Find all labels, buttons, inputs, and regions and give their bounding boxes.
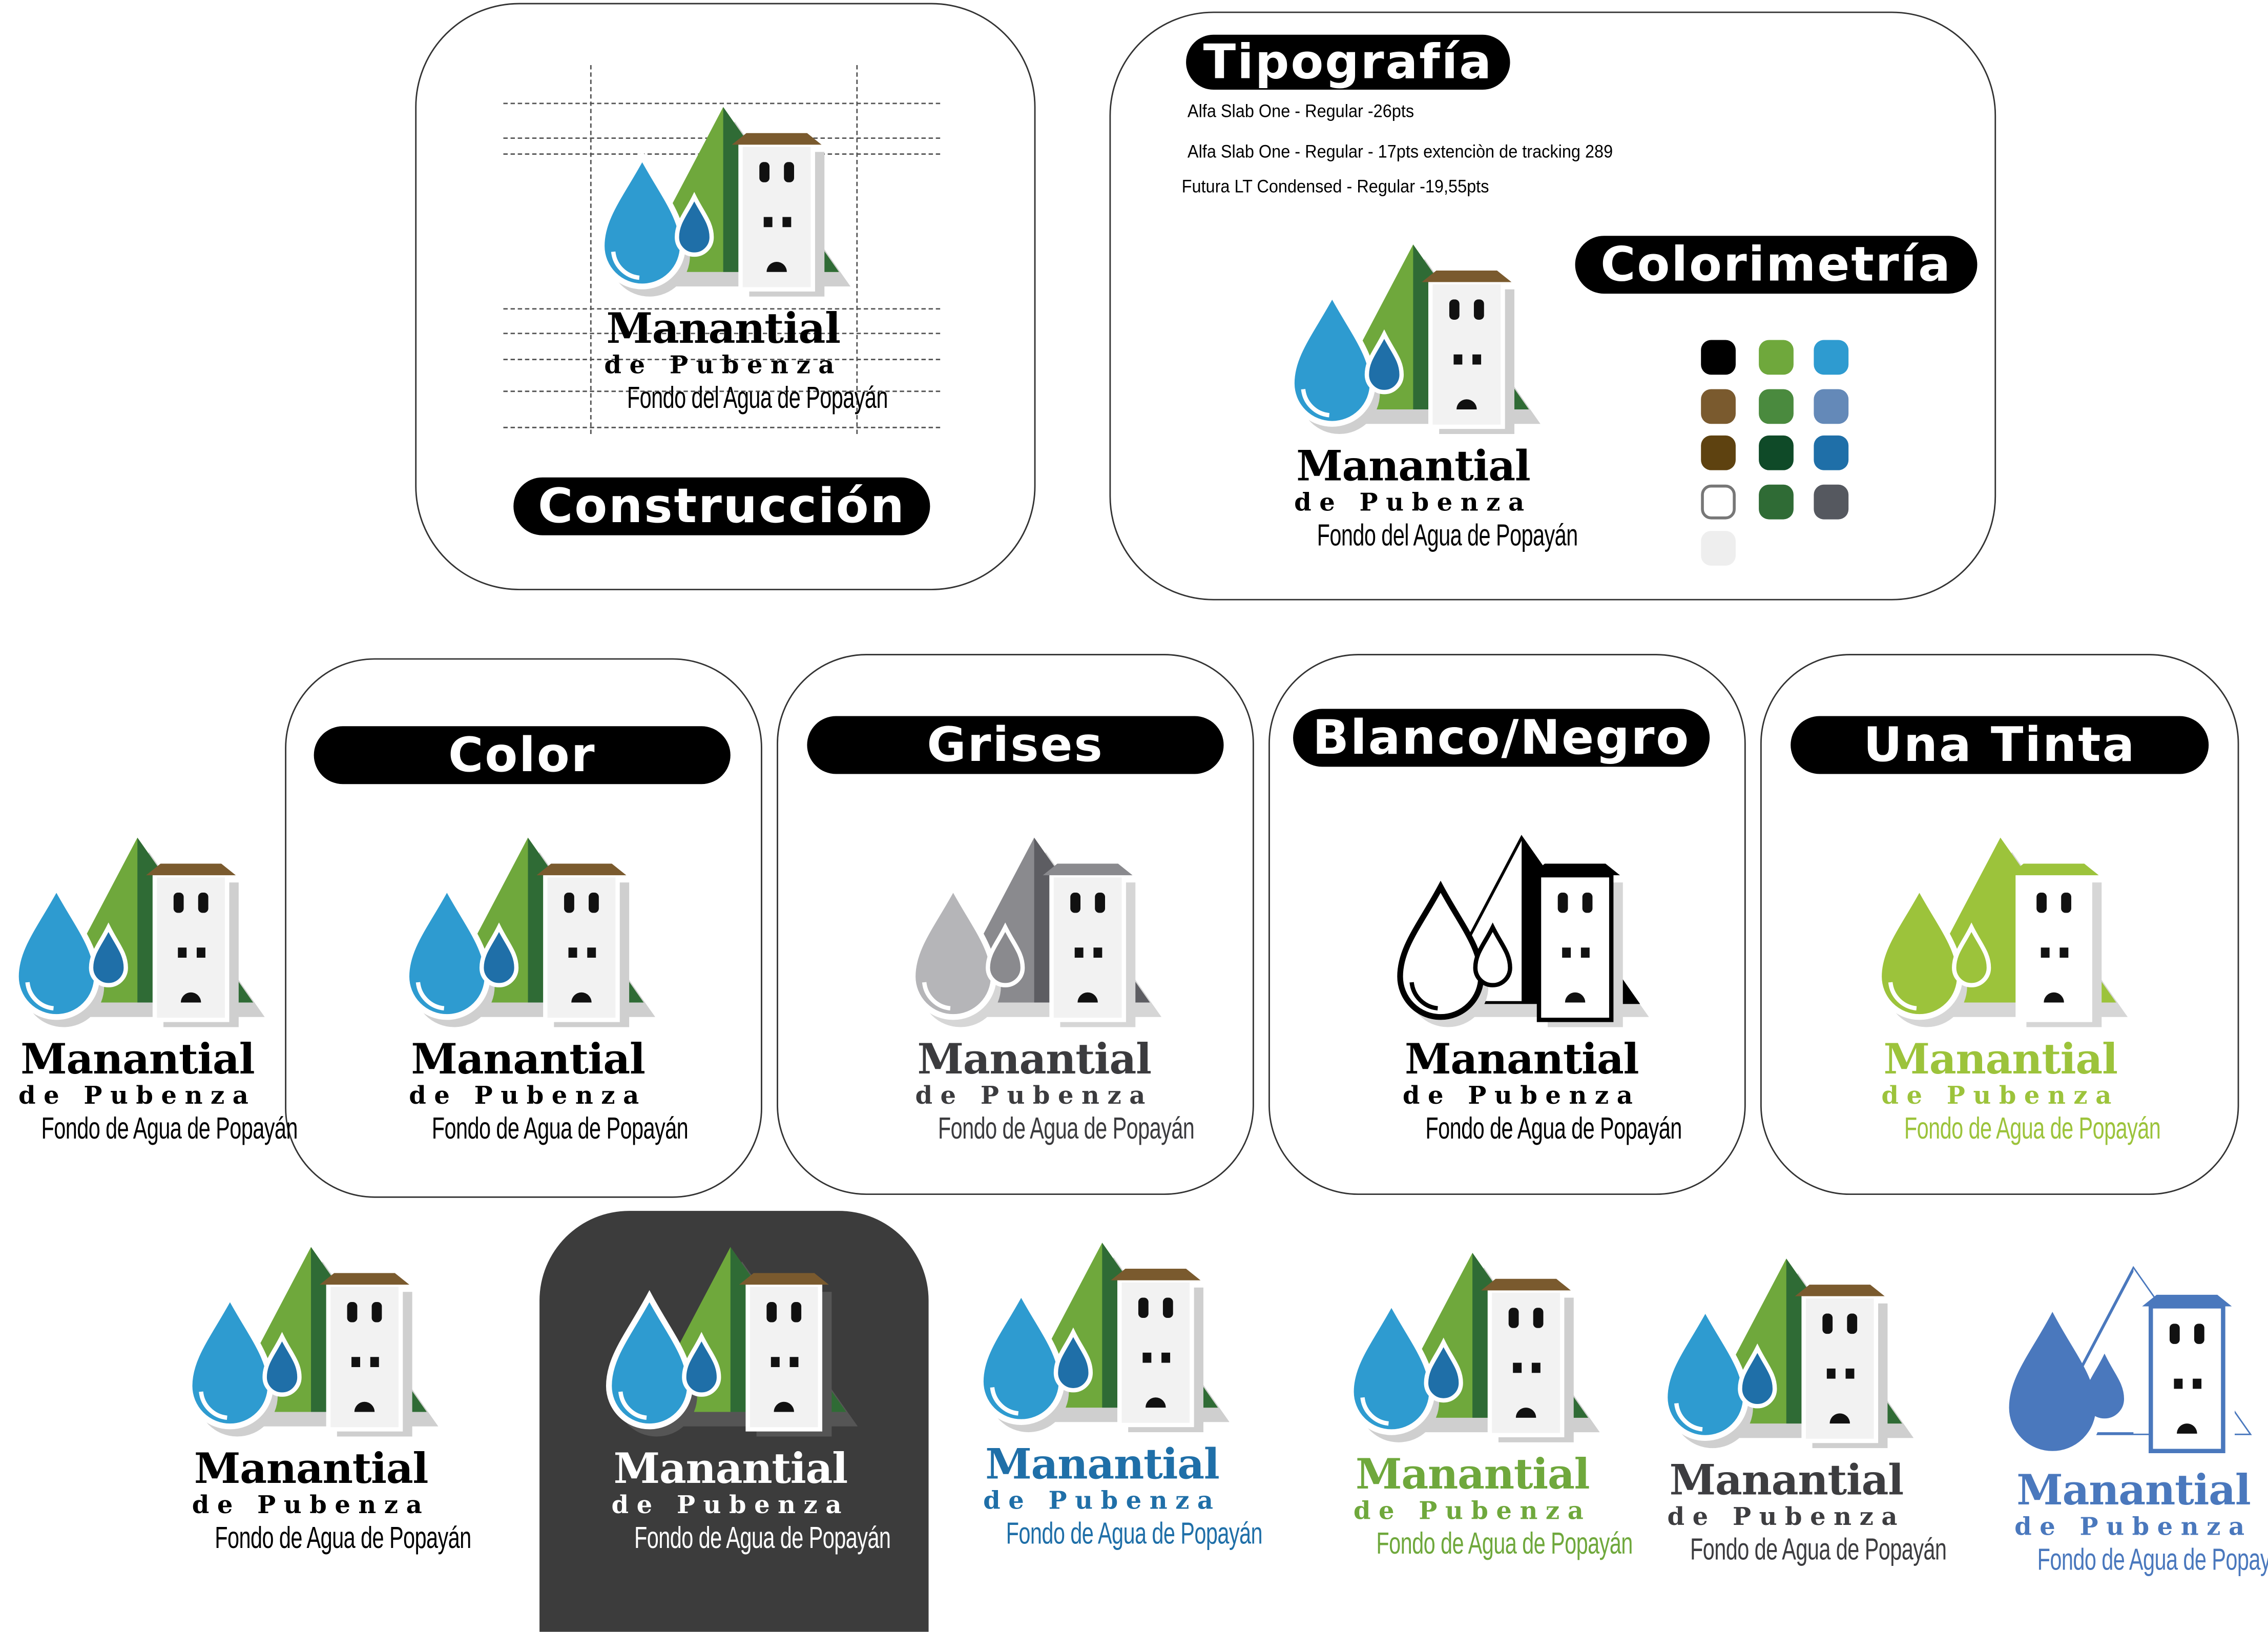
typography-spec-1: Alfa Slab One - Regular -26pts [1187, 101, 1414, 122]
section-title-construccion: Construcción [513, 477, 930, 535]
guide-line [856, 65, 858, 434]
logo-name: Manantial [20, 1034, 255, 1084]
section-title-color: Color [314, 726, 731, 784]
logo-tagline: Fondo de Agua de Popayán [1376, 1527, 1633, 1561]
logo-tagline: Fondo de Agua de Popayán [938, 1112, 1195, 1146]
guide-line [503, 102, 941, 105]
color-swatch [1701, 484, 1736, 520]
logo-subtitle: de Pubenza [192, 1491, 430, 1521]
logo-on-dark: Manantial de Pubenza Fondo de Agua de Po… [593, 1241, 891, 1556]
logo-standalone-color: Manantial de Pubenza Fondo de Agua de Po… [0, 832, 298, 1147]
typography-panel [1109, 11, 1996, 601]
color-swatch [1814, 340, 1849, 375]
logo-tagline: Fondo de Agua de Popayán [431, 1112, 689, 1146]
logo-subtitle: de Pubenza [611, 1491, 849, 1521]
logo-icon [403, 837, 655, 1027]
logo-name: Manantial [1883, 1034, 2118, 1084]
logo-icon [185, 1247, 438, 1437]
logo-icon [12, 837, 264, 1027]
logo-name: Manantial [1296, 441, 1531, 491]
logo-name: Manantial [2016, 1465, 2251, 1515]
color-swatch [1814, 389, 1849, 424]
logo-tagline: Fondo de Agua de Popayán [2037, 1543, 2268, 1577]
logo-tagline: Fondo de Agua de Popayán [41, 1112, 298, 1146]
logo-name: Manantial [917, 1034, 1152, 1084]
logo-name: Manantial [194, 1443, 429, 1493]
section-title-blanco-negro: Blanco/Negro [1293, 709, 1710, 767]
logo-tagline: Fondo de Agua de Popayán [1425, 1112, 1682, 1146]
logo-name: Manantial [1356, 1449, 1590, 1499]
guide-line [503, 359, 941, 361]
logo-subtitle: de Pubenza [1294, 489, 1532, 518]
color-swatch [1814, 484, 1849, 520]
logo-subtitle: de Pubenza [1667, 1503, 1905, 1532]
section-title-una-tinta: Una Tinta [1791, 716, 2209, 774]
logo-tagline: Fondo de Agua de Popayán [215, 1522, 471, 1556]
logo-subtitle: de Pubenza [604, 352, 842, 381]
logo-subtitle: de Pubenza [2014, 1513, 2253, 1542]
logo-subtitle: de Pubenza [1353, 1497, 1592, 1526]
section-title-tipografia: Tipografía [1186, 34, 1510, 90]
logo-icon [605, 1247, 857, 1437]
guide-line [503, 308, 941, 310]
logo-name: Manantial [985, 1439, 1220, 1489]
logo-gray-text: Manantial de Pubenza Fondo de Agua de Po… [1649, 1253, 1947, 1568]
logo-subtitle: de Pubenza [983, 1487, 1221, 1516]
logo-icon [1288, 244, 1540, 434]
logo-subtitle: de Pubenza [1881, 1082, 2119, 1111]
typography-spec-3: Futura LT Condensed - Regular -19,55pts [1181, 176, 1489, 197]
color-swatch [1701, 389, 1736, 424]
logo-tagline: Fondo de Agua de Popayán [1690, 1533, 1947, 1567]
logo-color-on-white: Manantial de Pubenza Fondo de Agua de Po… [174, 1241, 471, 1556]
color-swatch [1759, 484, 1794, 520]
color-swatch [1701, 435, 1736, 470]
color-swatch [1759, 340, 1794, 375]
logo-icon [1347, 1252, 1599, 1442]
guide-line [503, 426, 941, 428]
logo-subtitle: de Pubenza [1402, 1082, 1641, 1111]
logo-subtitle: de Pubenza [18, 1082, 257, 1111]
logo-construction: Manantial de Pubenza Fondo del Agua de P… [586, 101, 888, 417]
logo-typography-sample: Manantial de Pubenza Fondo del Agua de P… [1276, 239, 1578, 554]
logo-blue-tint: Manantial de Pubenza Fondo de Agua de Po… [1996, 1263, 2268, 1578]
logo-name: Manantial [606, 303, 841, 353]
color-swatch [1701, 340, 1736, 375]
logo-icon [1396, 835, 1649, 1027]
logo-blue-text: Manantial de Pubenza Fondo de Agua de Po… [965, 1237, 1263, 1552]
logo-icon [977, 1243, 1229, 1433]
color-swatch [1701, 531, 1736, 566]
logo-black-white: Manantial de Pubenza Fondo de Agua de Po… [1384, 832, 1682, 1147]
guide-line [503, 333, 941, 335]
logo-green-text: Manantial de Pubenza Fondo de Agua de Po… [1335, 1247, 1633, 1562]
color-swatch [1759, 435, 1794, 470]
logo-tagline: Fondo de Agua de Popayán [634, 1522, 891, 1556]
logo-name: Manantial [613, 1443, 848, 1493]
logo-icon [2008, 1266, 2260, 1458]
logo-tagline: Fondo del Agua de Popayán [627, 382, 888, 416]
logo-subtitle: de Pubenza [409, 1082, 647, 1111]
logo-name: Manantial [1669, 1455, 1904, 1505]
logo-icon [598, 107, 850, 297]
guide-line [503, 390, 941, 392]
logo-icon [1661, 1258, 1913, 1449]
logo-one-ink: Manantial de Pubenza Fondo de Agua de Po… [1863, 832, 2161, 1147]
logo-name: Manantial [411, 1034, 646, 1084]
logo-tagline: Fondo del Agua de Popayán [1317, 519, 1578, 553]
logo-icon [1875, 837, 2127, 1027]
color-swatch [1814, 435, 1849, 470]
typography-spec-2: Alfa Slab One - Regular - 17pts extenciò… [1187, 141, 1613, 162]
section-title-grises: Grises [807, 716, 1224, 774]
logo-subtitle: de Pubenza [915, 1082, 1153, 1111]
logo-tagline: Fondo de Agua de Popayán [1904, 1112, 2161, 1146]
logo-color: Manantial de Pubenza Fondo de Agua de Po… [390, 832, 689, 1147]
logo-grayscale: Manantial de Pubenza Fondo de Agua de Po… [897, 832, 1195, 1147]
guide-line [590, 65, 592, 434]
logo-tagline: Fondo de Agua de Popayán [1006, 1517, 1263, 1551]
logo-icon [909, 837, 1161, 1027]
color-swatch [1759, 389, 1794, 424]
logo-name: Manantial [1404, 1034, 1639, 1084]
section-title-colorimetria: Colorimetría [1575, 236, 1978, 294]
